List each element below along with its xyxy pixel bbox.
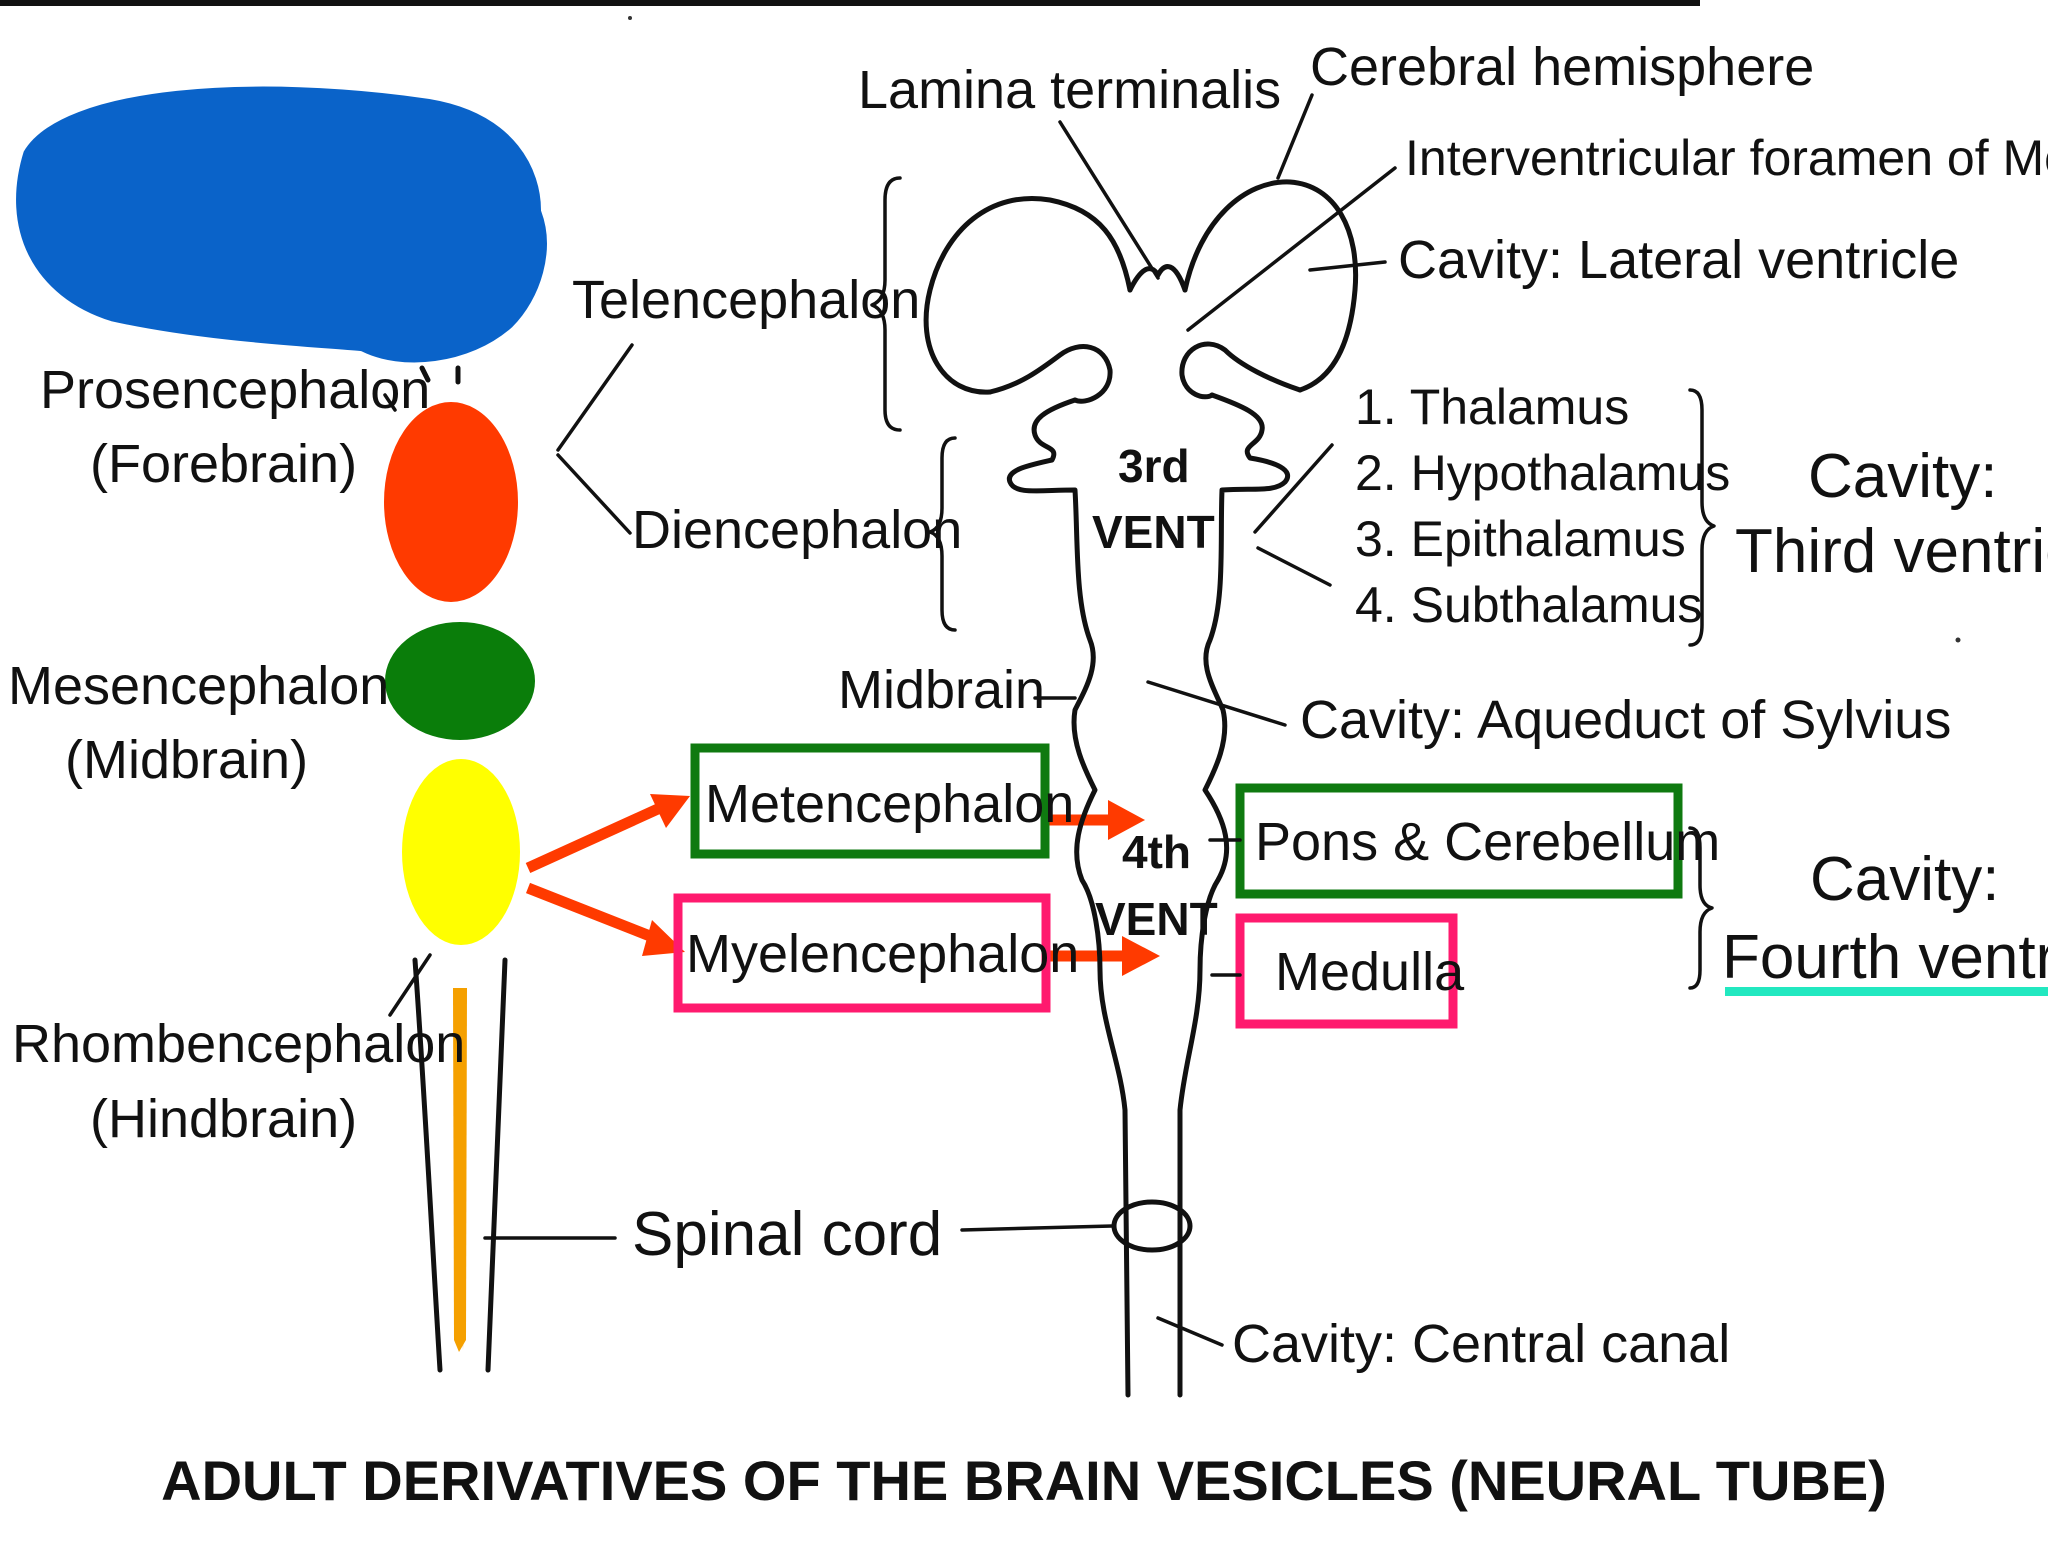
central-canal-leader [1156,1316,1224,1347]
mesencephalon-vesicle [379,616,541,746]
rhombencephalon-leader [388,953,432,1017]
third-vent-line2: VENT [1092,506,1215,558]
foramen-monro-label: Interventricular foramen of Monro [1405,130,2048,186]
right-spinal-wall [1177,967,1203,1398]
fourth-cavity-line1: Cavity: [1810,845,1999,914]
right-hemisphere-outline [1182,179,1359,393]
spinal-cord-segment-body [453,988,467,1352]
diencephalon-label: Diencephalon [632,500,962,560]
prosencephalon-vesicle [378,396,524,608]
pros-to-di-line [556,453,632,535]
third-cavity-line1: Cavity: [1808,442,1997,511]
diencephalon-lower-leader [1256,546,1332,587]
third-vent-line1: 3rd [1118,440,1190,492]
diagram-title: ADULT DERIVATIVES OF THE BRAIN VESICLES … [161,1449,1887,1512]
medulla-box [1235,913,1458,1029]
lateral-ventricle-label: Cavity: Lateral ventricle [1398,230,1959,290]
primary-tube-outline [412,957,443,1373]
cap-tick-left [419,365,431,383]
foramen-monro-leader [1186,166,1397,332]
left-spinal-wall [1097,967,1131,1398]
right-curl [1179,341,1303,400]
arrowhead-met-to-4th [1108,800,1145,840]
left-neural-wall [1006,397,1103,973]
prosencephalon-label: Prosencephalon [40,360,430,420]
arrowhead-myel-to-4th [1122,936,1160,976]
mesencephalon-label: Mesencephalon [8,656,389,716]
myelencephalon-label: Myelencephalon [686,924,1079,984]
right-neural-wall [1197,392,1290,973]
spinal-cord-label: Spinal cord [632,1200,942,1269]
rhombencephalon-arrows [525,794,1160,976]
forebrain-cap-blob [8,78,555,371]
thalamus-item: 1. Thalamus [1355,379,1629,435]
pons-cerebellum-label: Pons & Cerebellum [1255,812,1720,872]
adult-brain-outline [923,179,1359,1398]
speck-mark [628,16,632,20]
lamina-notch-right [1155,264,1188,293]
metencephalon-label: Metencephalon [705,774,1074,834]
fourth-vent-line2: VENT [1095,893,1218,945]
cerebral-hemisphere-label: Cerebral hemisphere [1310,37,1814,97]
rhombencephalon-vesicle [396,753,526,951]
fourth-ventricle-underline [1725,987,2048,996]
aqueduct-label: Cavity: Aqueduct of Sylvius [1300,690,1951,750]
metencephalon-box [690,743,1050,859]
left-hemisphere-outline [923,196,1133,395]
midbrain-label: (Midbrain) [65,730,308,790]
pros-to-tel-line [556,343,634,452]
telencephalon-label: Telencephalon [572,270,920,330]
spinal-cord-leader-right [960,1224,1114,1232]
third-ventricle-brace [1688,388,1716,647]
fourth-vent-line1: 4th [1122,826,1191,878]
epithalamus-item: 3. Epithalamus [1355,511,1686,567]
central-canal-label: Cavity: Central canal [1232,1314,1730,1374]
rhombencephalon-label: Rhombencephalon [12,1014,465,1074]
lamina-terminalis-label: Lamina terminalis [858,60,1281,120]
lamina-terminalis-leader [1058,120,1160,280]
prosencephalon-leader [383,393,397,412]
myelencephalon-box [673,893,1051,1013]
diencephalon-upper-leader [1253,443,1334,534]
spinal-cross-section [1111,1199,1193,1253]
third-cavity-line2: Third ventricle [1735,517,2048,586]
primary-vesicles [8,78,555,1373]
arrow-to-metencephalon [525,802,663,874]
arrowhead-metencephalon [650,794,690,828]
speck-mark [1955,637,1961,643]
diencephalon-brace [928,436,957,632]
forebrain-label: (Forebrain) [90,434,357,494]
aqueduct-leader [1146,680,1287,727]
cerebral-hemisphere-leader [1276,93,1314,180]
diencephalon-derivatives-list: 1. Thalamus 2. Hypothalamus 3. Epithalam… [1355,379,1730,633]
telencephalon-brace [870,176,902,432]
lateral-ventricle-leader [1308,260,1387,272]
medulla-label: Medulla [1275,942,1465,1002]
midbrain-secondary-label: Midbrain [838,660,1045,720]
subthalamus-item: 4. Subthalamus [1355,577,1702,633]
left-curl [987,344,1113,404]
arrow-to-myelencephalon [525,882,658,944]
fourth-cavity-line2: Fourth ventricle [1722,923,2048,992]
hypothalamus-item: 2. Hypothalamus [1355,445,1730,501]
fourth-ventricle-brace [1688,826,1714,990]
top-border [0,0,1700,6]
hindbrain-label: (Hindbrain) [90,1089,357,1149]
primary-tube-outline-right [485,957,508,1373]
